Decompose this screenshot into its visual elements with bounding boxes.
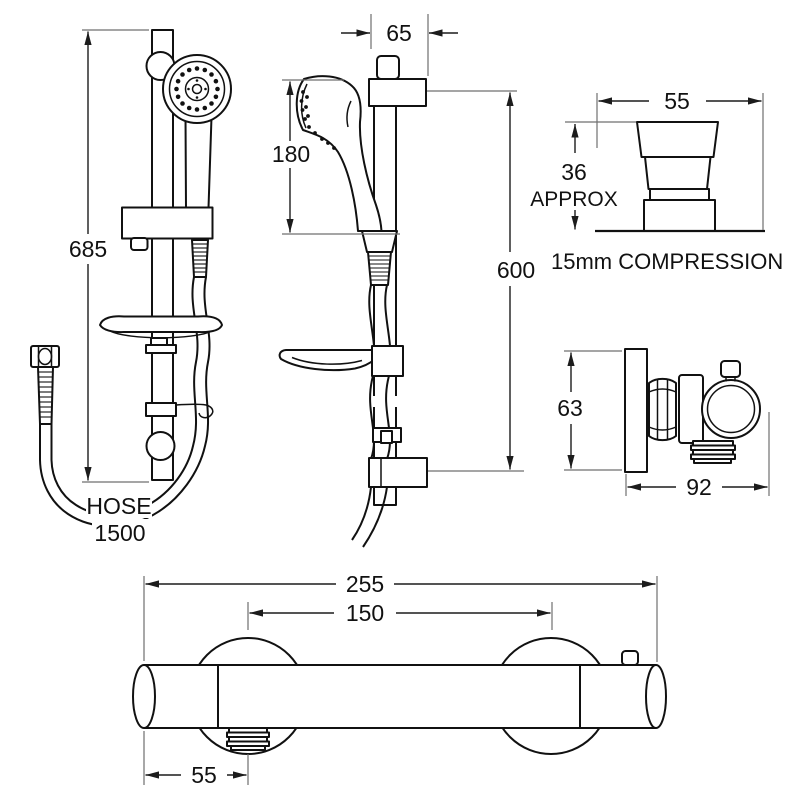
- bracket-knob: [376, 55, 400, 80]
- dim-label-36: 36: [561, 159, 587, 185]
- slide-rail: [151, 29, 174, 481]
- dimension-outlet-offset: 55: [143, 731, 249, 788]
- dimension-bar-length: 255: [143, 571, 658, 662]
- compression-caption: 15mm COMPRESSION: [551, 249, 783, 274]
- fitting-body: [644, 156, 712, 190]
- dim-label-685: 685: [69, 236, 107, 262]
- dimension-rail-length: 600: [427, 90, 535, 472]
- shower-hose: [39, 276, 211, 528]
- handset-holder: [121, 206, 214, 240]
- elbow-body: [678, 374, 704, 444]
- dim-label-600: 600: [497, 257, 535, 283]
- hose-guide-clamp: [145, 402, 214, 419]
- dish-bracket: [371, 345, 404, 377]
- hose-length-label: 1500: [94, 520, 145, 546]
- dim-label-150: 150: [346, 600, 384, 626]
- dim-label-180: 180: [272, 141, 310, 167]
- bottom-threaded-outlet: [226, 727, 270, 751]
- handset-head: [162, 54, 232, 124]
- dim-label-approx: APPROX: [530, 188, 618, 211]
- dim-label-255: 255: [346, 571, 384, 597]
- bottom-wall-bracket: [368, 457, 428, 488]
- slide-rail-side-view: 65 180 600: [272, 14, 535, 548]
- handset-handle: [184, 114, 213, 209]
- hose-ferrule-top: [191, 239, 209, 278]
- elbow-threaded-outlet: [690, 440, 736, 464]
- dim-label-55-outlet: 55: [191, 762, 217, 788]
- bar-mixer-valve-view: 255 150 55: [132, 571, 667, 788]
- dimension-elbow-width: 92: [625, 412, 770, 500]
- dim-label-65: 65: [386, 20, 412, 46]
- valve-bar-body: [144, 665, 656, 728]
- dimension-hole-centres: 150: [247, 600, 553, 630]
- elbow-knob: [701, 379, 761, 439]
- olive-ring: [649, 188, 710, 201]
- dim-label-63: 63: [557, 395, 583, 421]
- dimension-handset-length: 180: [272, 79, 400, 235]
- handset-side: [295, 75, 383, 232]
- top-wall-bracket: [368, 78, 427, 107]
- bar-left-end-cap: [132, 664, 156, 729]
- slide-rail-front-view: 685 HOSE 1500: [30, 29, 232, 546]
- holder-release-tab: [130, 237, 149, 251]
- soap-dish-front: [99, 315, 223, 354]
- compression-fitting-view: 55 36 APPROX 15mm COMPRESSION: [530, 88, 783, 274]
- dimension-bracket-depth: 65: [341, 14, 458, 76]
- hose-end-connector: [30, 345, 60, 425]
- dimension-fitting-width: 55: [596, 88, 764, 230]
- spray-face-dots: [299, 90, 336, 150]
- compression-nut: [636, 121, 719, 158]
- dim-label-55-fitting: 55: [664, 88, 690, 114]
- dimension-elbow-height: 63: [557, 350, 622, 471]
- spray-nozzle-dots: [174, 66, 220, 112]
- elbow-top-lever: [720, 360, 741, 382]
- elbow-hex-nut: [648, 377, 677, 442]
- hose-clamp-side: [372, 427, 402, 444]
- wall-plate: [624, 348, 648, 473]
- soap-dish-side: [278, 345, 404, 377]
- hose-label: HOSE: [86, 493, 151, 519]
- dimension-rail-height: 685: [69, 29, 149, 483]
- outlet-elbow-view: 63 92: [557, 348, 770, 500]
- dim-label-92: 92: [686, 474, 712, 500]
- fitting-base: [643, 199, 716, 232]
- temperature-override-button: [621, 650, 639, 666]
- dimension-fitting-height: 36 APPROX: [530, 121, 636, 230]
- handset-hose-connector: [361, 230, 398, 286]
- rail-bottom-knob: [145, 431, 176, 461]
- bar-right-end-cap: [645, 664, 667, 729]
- hose-side-lower: [351, 486, 388, 548]
